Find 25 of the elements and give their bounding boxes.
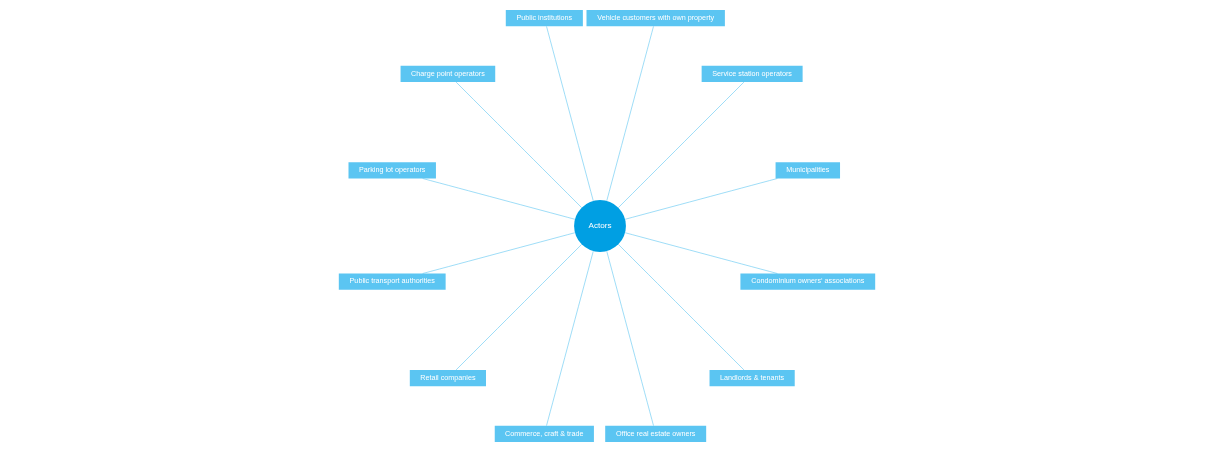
node-box: Vehicle customers with own property <box>586 10 725 27</box>
node-box: Retail companies <box>409 370 486 387</box>
node-box: Commerce, craft & trade <box>494 425 594 442</box>
connector <box>624 178 778 220</box>
connector <box>618 244 745 371</box>
connector <box>618 81 745 208</box>
node-box: Office real estate owners <box>605 425 707 442</box>
connector <box>455 81 582 208</box>
node-box: Public transport authorities <box>338 273 446 290</box>
node-box: Parking lot operators <box>348 162 436 179</box>
connector <box>455 244 582 371</box>
node-box: Condominium owners‘ associations <box>740 273 876 290</box>
connector <box>624 232 778 274</box>
connector <box>422 232 576 274</box>
connector <box>422 178 576 220</box>
node-box: Service station operators <box>701 65 803 82</box>
node-circle: Actors <box>574 200 626 252</box>
node-box: Public institutions <box>505 10 583 27</box>
connector <box>546 250 594 426</box>
node-box: Municipalities <box>775 162 841 179</box>
connector <box>606 26 654 202</box>
node-box: Charge point operators <box>400 65 496 82</box>
connector <box>546 26 594 202</box>
node-box: Landlords & tenants <box>709 370 795 387</box>
connector <box>606 250 654 426</box>
